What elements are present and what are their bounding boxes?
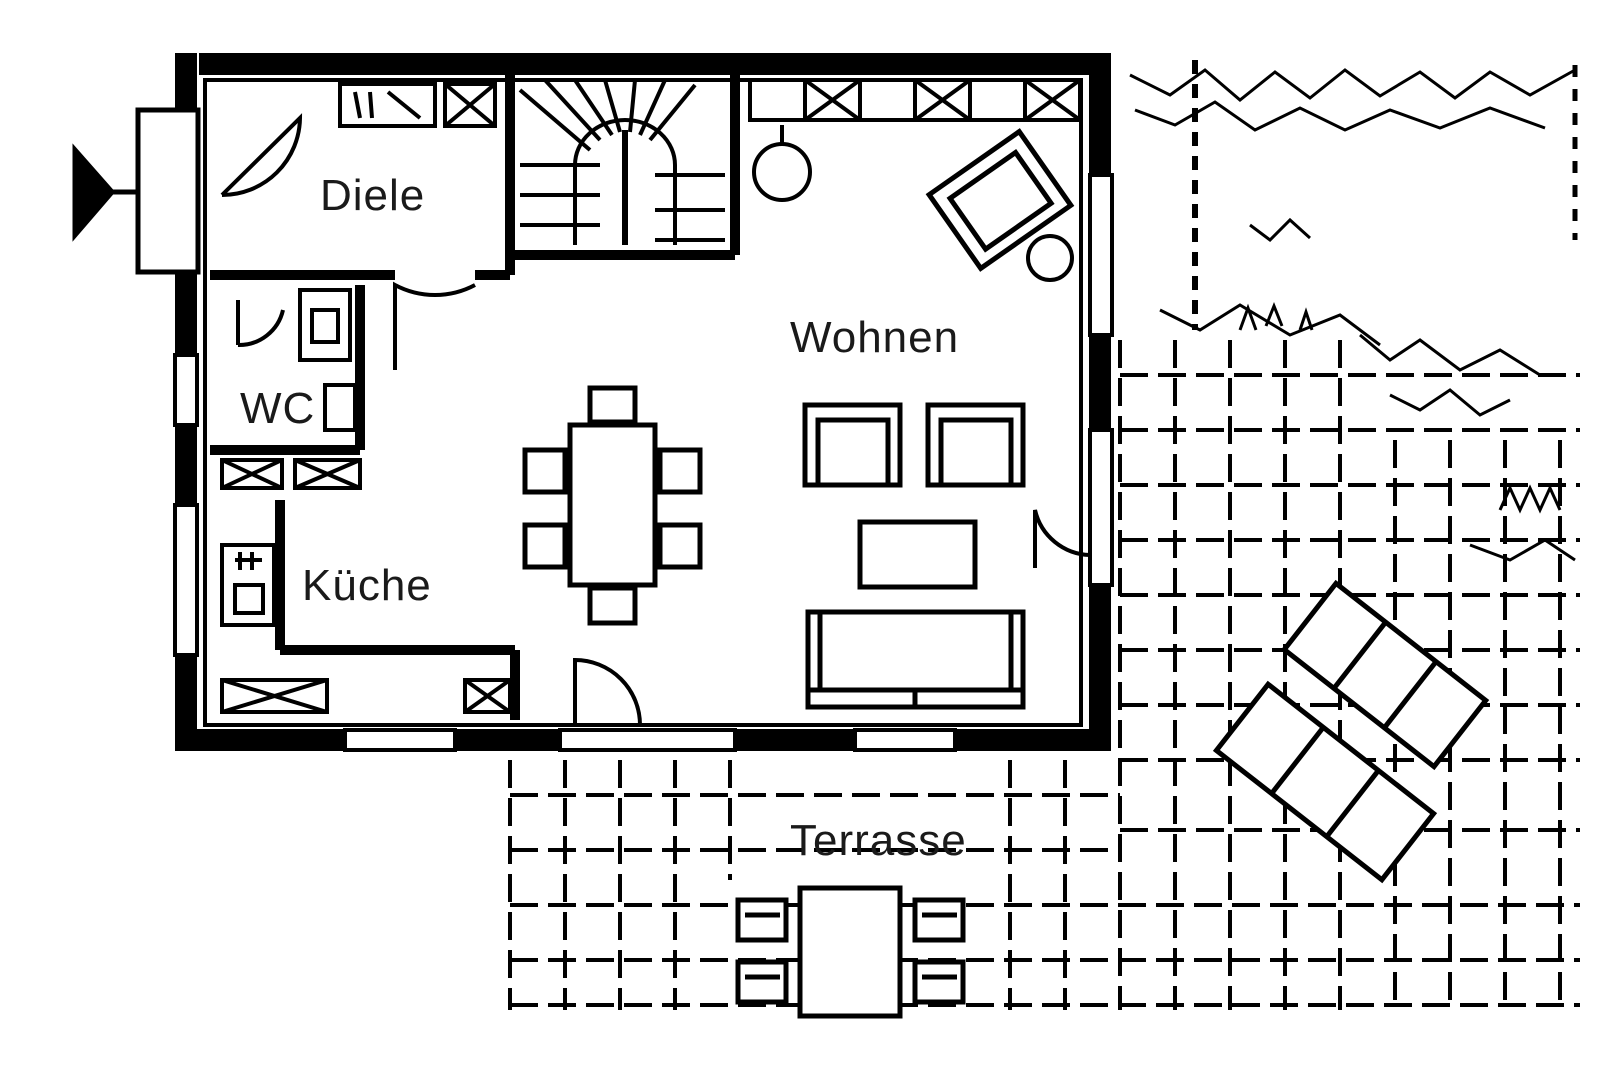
living-lamps: [752, 125, 1074, 282]
garden-hedge: [1129, 60, 1578, 562]
dining-set: [522, 385, 703, 626]
room-label-terrasse: Terrasse: [790, 816, 967, 865]
sun-lounger: [1212, 579, 1490, 884]
doors: [220, 113, 1091, 726]
terrace-seating: [735, 885, 966, 1019]
staircase: [518, 78, 725, 245]
windows: [173, 173, 1114, 752]
room-label-diele: Diele: [320, 171, 425, 220]
interior-walls: [210, 64, 740, 720]
entrance-porch: [72, 107, 201, 275]
wc-fixtures: [298, 288, 357, 432]
living-window-strip: [748, 78, 1082, 122]
room-label-kueche: Küche: [302, 561, 432, 610]
kitchen-cabinets: [220, 82, 512, 714]
room-label-wohnen: Wohnen: [790, 313, 959, 362]
exterior-wall-inner: [203, 78, 1083, 727]
room-label-wc: WC: [240, 384, 315, 433]
living-sofa-set: [802, 402, 1026, 710]
armchair: [925, 128, 1075, 272]
